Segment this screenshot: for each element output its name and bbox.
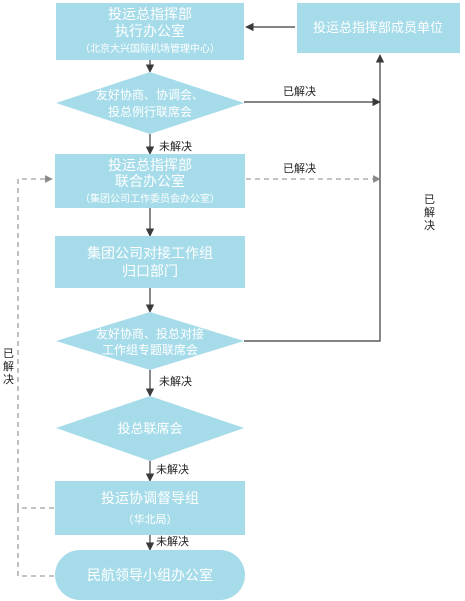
edge-supervision-feedback — [17, 175, 54, 509]
label-unresolved-2: 未解决 — [159, 374, 192, 388]
node-exec-office: 投运总指挥部 执行办公室 （北京大兴国际机场管理中心） — [56, 3, 244, 60]
decision2-line2: 工作组专题联席会 — [102, 342, 198, 357]
label-resolved-1: 已解决 — [283, 84, 316, 98]
exec-office-line2: 执行办公室 — [115, 23, 185, 40]
joint-office-line1: 投运总指挥部 — [108, 158, 192, 174]
node-decision1: 友好协商、协调会、 投总例行联席会 — [56, 72, 244, 134]
node-group-dept: 集团公司对接工作组 归口部门 — [55, 236, 245, 288]
joint-office-line2: 联合办公室 — [115, 173, 185, 190]
joint-office-sub: （集团公司工作委员会办公室） — [80, 192, 220, 205]
label-resolved-right-1: 已 — [424, 193, 435, 206]
node-leadership: 民航领导小组办公室 — [55, 550, 245, 600]
supervision-line2: （华北局） — [123, 512, 178, 526]
label-unresolved-3: 未解决 — [156, 462, 189, 476]
leadership-label: 民航领导小组办公室 — [87, 567, 213, 584]
decision2-line1: 友好协商、投总对接 — [96, 326, 204, 341]
label-unresolved-1: 未解决 — [159, 139, 192, 153]
label-resolved-left-3: 决 — [3, 373, 14, 386]
exec-office-sub: （北京大兴国际机场管理中心） — [80, 42, 220, 55]
dashed-connectors — [17, 175, 381, 577]
decision3-label: 投总联席会 — [117, 421, 182, 437]
edge-leadership-feedback — [17, 508, 54, 577]
edge-decision2-resolved — [244, 54, 385, 342]
edge-labels: 未解决 未解决 未解决 未解决 已解决 已解决 已 解 决 已 解 决 — [3, 84, 435, 548]
group-dept-line2: 归口部门 — [122, 263, 178, 280]
label-unresolved-4: 未解决 — [156, 534, 189, 548]
node-supervision: 投运协调督导组 （华北局） — [55, 481, 245, 535]
node-member-units: 投运总指挥部成员单位 — [297, 3, 460, 53]
node-joint-office: 投运总指挥部 联合办公室 （集团公司工作委员会办公室） — [55, 154, 245, 208]
label-resolved-right-2: 解 — [424, 205, 435, 219]
member-units-label: 投运总指挥部成员单位 — [313, 20, 443, 36]
node-decision3: 投总联席会 — [56, 396, 244, 461]
label-resolved-left-2: 解 — [3, 359, 14, 373]
supervision-line1: 投运协调督导组 — [101, 491, 199, 507]
label-resolved-2: 已解决 — [283, 161, 316, 175]
label-resolved-left-1: 已 — [3, 347, 14, 360]
exec-office-line1: 投运总指挥部 — [108, 7, 192, 23]
node-decision2: 友好协商、投总对接 工作组专题联席会 — [56, 312, 244, 370]
group-dept-line1: 集团公司对接工作组 — [87, 245, 213, 262]
decision1-line1: 友好协商、协调会、 — [96, 87, 204, 102]
label-resolved-right-3: 决 — [424, 219, 435, 232]
decision1-line2: 投总例行联席会 — [108, 104, 192, 119]
connectors — [145, 22, 385, 551]
